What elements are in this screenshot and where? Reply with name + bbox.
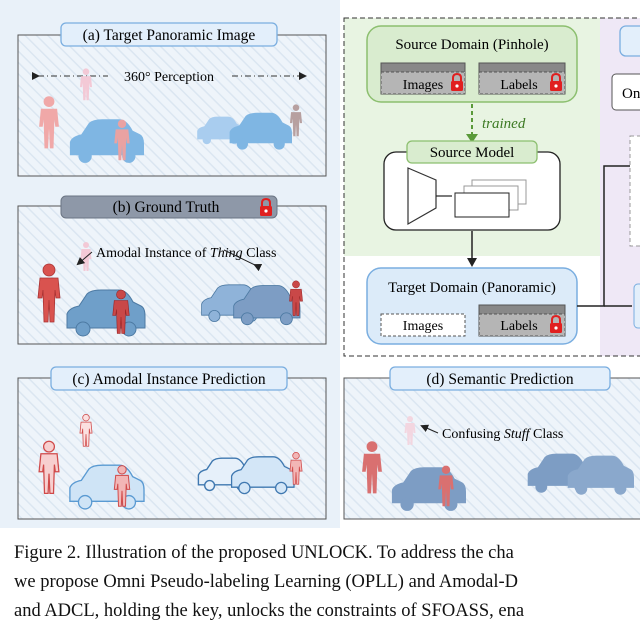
caption-line-3: and ADCL, holding the key, unlocks the c…	[14, 601, 525, 621]
cut-box-bottom	[633, 283, 640, 329]
cut-box-dashed	[629, 135, 640, 247]
panel-b-title-box: (b) Ground Truth	[60, 195, 278, 219]
figure-illustration: (a) Target Panoramic Image 360° Percepti…	[0, 0, 640, 528]
panel-d-title-box: (d) Semantic Prediction	[389, 366, 611, 391]
panel-b-title: (b) Ground Truth	[113, 199, 220, 216]
panel-d-title: (d) Semantic Prediction	[426, 371, 573, 388]
cut-box-top	[619, 25, 640, 57]
cut-box-label: On	[622, 86, 640, 102]
source-domain-box: Source Domain (Pinhole) Images Labels	[366, 25, 578, 103]
note-arrow-left	[76, 251, 93, 266]
panel-c-title: (c) Amodal Instance Prediction	[72, 371, 266, 388]
target-labels-label: Labels	[500, 319, 537, 334]
perception-label: 360° Perception	[124, 70, 214, 85]
source-labels-label: Labels	[500, 78, 537, 93]
panel-c: (c) Amodal Instance Prediction	[17, 366, 327, 520]
caption-line-1: Figure 2. Illustration of the proposed U…	[14, 543, 514, 563]
confusing-stuff-note: Confusing Stuff Class	[442, 427, 563, 442]
source-model-box: Source Model	[383, 140, 561, 231]
source-images-label: Images	[403, 78, 443, 93]
figure-caption: Figure 2. Illustration of the proposed U…	[14, 539, 640, 626]
trained-label: trained	[482, 116, 526, 132]
note-arrow-right	[223, 249, 263, 272]
network-icon	[407, 167, 437, 226]
connector-up	[577, 165, 632, 307]
panel-a: (a) Target Panoramic Image 360° Percepti…	[17, 22, 327, 177]
source-model-title: Source Model	[430, 145, 515, 161]
amodal-instance-note: Amodal Instance of Thing Class	[96, 246, 276, 261]
source-domain-title: Source Domain (Pinhole)	[395, 37, 548, 53]
panel-a-title-box: (a) Target Panoramic Image	[60, 22, 278, 47]
panel-d: (d) Semantic Prediction Confusing Stuff …	[343, 366, 640, 520]
note-arrow	[420, 424, 439, 434]
panel-a-title: (a) Target Panoramic Image	[83, 27, 256, 44]
panel-c-title-box: (c) Amodal Instance Prediction	[50, 366, 288, 391]
target-domain-title: Target Domain (Panoramic)	[388, 280, 556, 296]
target-domain-box: Target Domain (Panoramic) Images Labels	[366, 267, 578, 345]
caption-line-2: we propose Omni Pseudo-labeling Learning…	[14, 572, 519, 592]
pipeline-dashed-frame	[343, 17, 640, 357]
cut-box-middle	[611, 73, 640, 111]
target-images-label: Images	[403, 319, 443, 334]
panel-b: (b) Ground Truth Amodal Instance of Thin…	[17, 195, 327, 345]
pipeline-region: Source Domain (Pinhole) Images Labels tr…	[343, 17, 640, 357]
